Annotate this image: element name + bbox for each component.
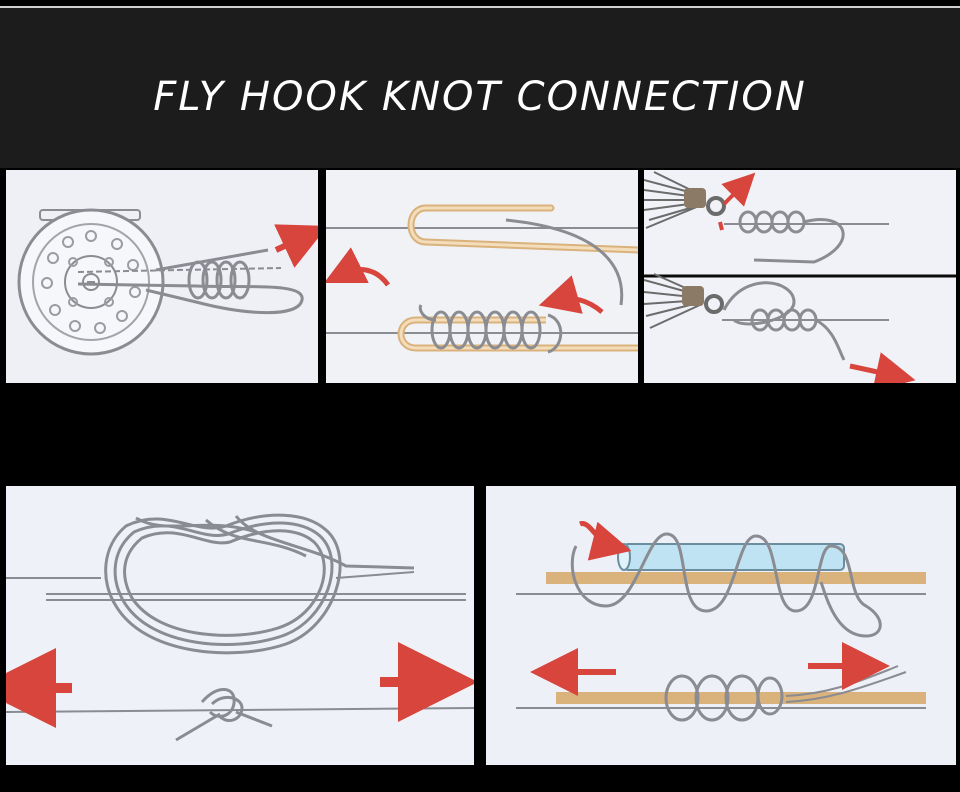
fly-hook-icon bbox=[644, 171, 956, 383]
knot-wraps-icon bbox=[326, 204, 638, 354]
nail-knot-icon bbox=[516, 521, 926, 722]
overhand-knot-icon bbox=[6, 513, 474, 742]
fly-reel-icon bbox=[17, 208, 318, 356]
reel-backing-panel bbox=[6, 170, 318, 383]
fly-hook-panel bbox=[644, 170, 956, 383]
top-rule bbox=[0, 6, 960, 8]
page-title: FLY HOOK KNOT CONNECTION bbox=[153, 74, 807, 120]
overhand-join-panel bbox=[6, 486, 474, 765]
nail-knot-panel bbox=[486, 486, 956, 765]
backing-flyline-panel bbox=[326, 170, 638, 383]
header-band bbox=[0, 8, 960, 168]
